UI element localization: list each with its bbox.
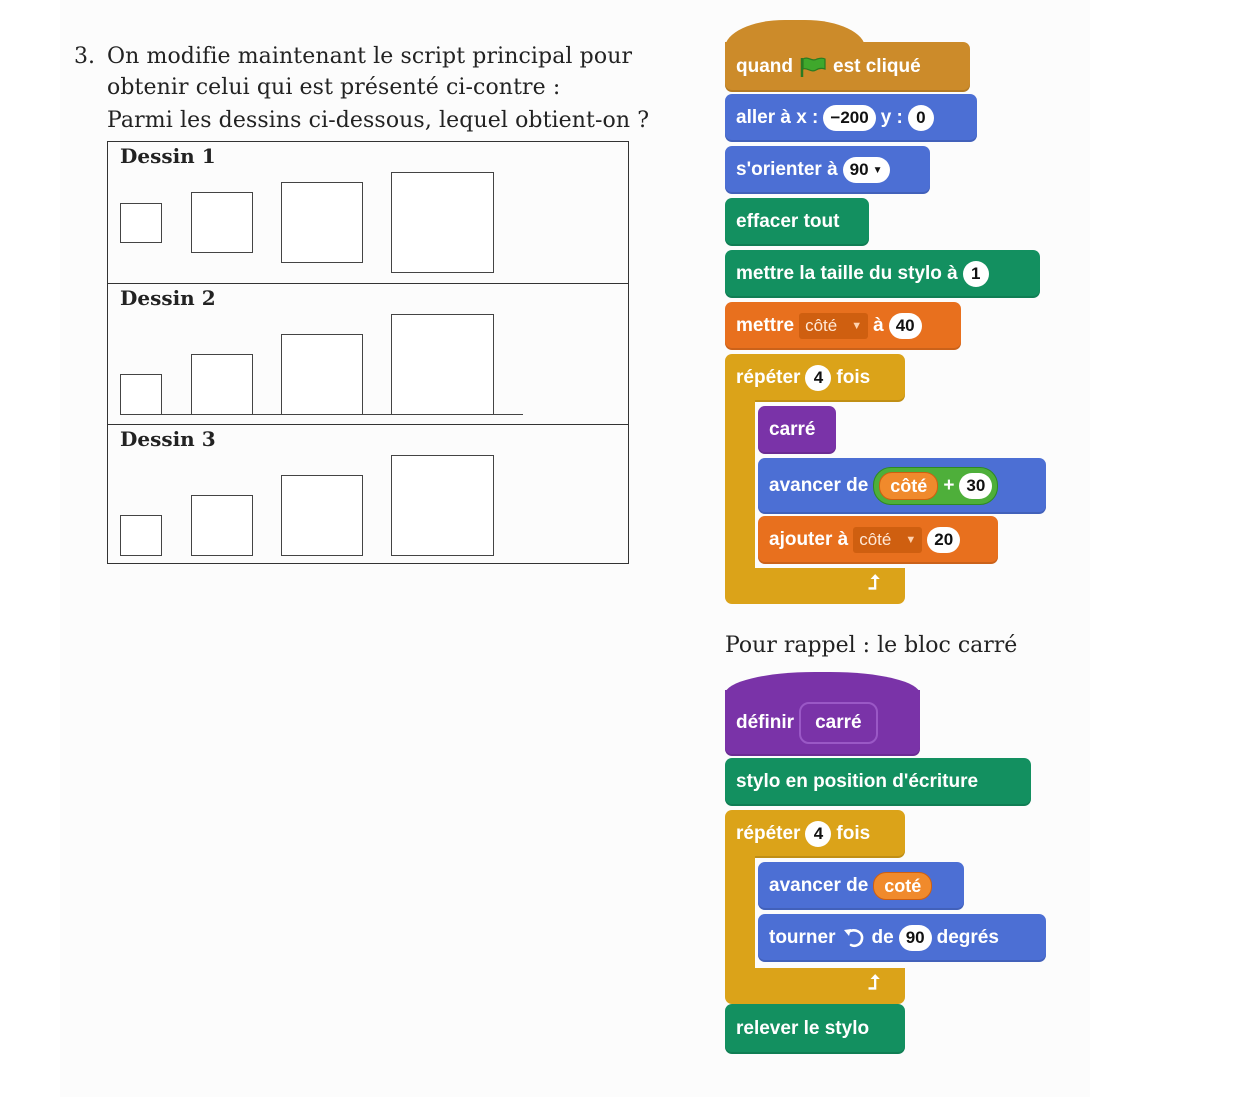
repeat-count-input[interactable]: 4 [805, 821, 832, 847]
chevron-down-icon: ▼ [905, 534, 917, 546]
square-xlarge [391, 314, 494, 415]
block-text: de [871, 927, 894, 948]
x-input[interactable]: −200 [823, 105, 876, 131]
block-text: mettre [736, 315, 795, 336]
custom-block-prototype[interactable]: carré [799, 702, 878, 744]
pen-down-block[interactable]: stylo en position d'écriture [725, 758, 1031, 806]
block-text: effacer tout [736, 211, 840, 232]
move-steps-block[interactable]: avancer de coté [758, 862, 964, 910]
variable-reporter[interactable]: côté [879, 472, 939, 500]
block-text: avancer de [769, 475, 869, 496]
block-text: stylo en position d'écriture [736, 771, 979, 792]
square-large [281, 334, 363, 415]
chevron-down-icon: ▼ [872, 164, 883, 176]
variable-dropdown[interactable]: côté ▼ [853, 527, 923, 553]
move-steps-block[interactable]: avancer de côté + 30 [758, 458, 1046, 514]
block-text: fois [836, 823, 871, 844]
goto-xy-block[interactable]: aller à x : −200 y : 0 [725, 94, 977, 142]
chevron-down-icon: ▼ [851, 320, 863, 332]
block-text: quand [736, 56, 793, 77]
drawing-row-3: Dessin 3 [108, 424, 628, 565]
square-medium [191, 354, 253, 415]
square-medium [191, 192, 253, 253]
block-text: mettre la taille du stylo à [736, 263, 958, 284]
repeat-block-arm [725, 400, 755, 570]
square-xlarge [391, 172, 494, 273]
variable-reporter[interactable]: coté [873, 872, 933, 900]
square-medium [191, 495, 253, 556]
drawing-row-2: Dessin 2 [108, 283, 628, 424]
drawing-label-3: Dessin 3 [120, 427, 216, 451]
drawing-label-1: Dessin 1 [120, 144, 216, 168]
drawings-table: Dessin 1 Dessin 2 Dessin 3 [107, 141, 629, 564]
block-text: fois [836, 367, 871, 388]
question-line-2: obtenir celui qui est présenté ci-contre… [107, 75, 561, 100]
block-text: est cliqué [833, 56, 921, 77]
block-text: à [873, 315, 884, 336]
square-large [281, 182, 363, 263]
addition-operator[interactable]: côté + 30 [873, 467, 999, 505]
plus-sign: + [943, 475, 955, 496]
baseline-line [120, 414, 523, 415]
block-text: répéter [736, 367, 801, 388]
repeat-block-arm [725, 856, 755, 972]
variable-name: côté [859, 530, 892, 549]
square-xlarge [391, 455, 494, 556]
drawing-row-1: Dessin 1 [108, 142, 628, 283]
pen-size-input[interactable]: 1 [962, 261, 989, 287]
square-small [120, 374, 162, 415]
block-text: aller à x : [736, 107, 819, 128]
degrees-input[interactable]: 90 [898, 925, 932, 951]
block-text: s'orienter à [736, 159, 838, 180]
direction-value: 90 [849, 160, 869, 179]
set-pen-size-block[interactable]: mettre la taille du stylo à 1 [725, 250, 1040, 298]
change-value-input[interactable]: 20 [927, 527, 961, 553]
block-text: ajouter à [769, 529, 849, 550]
y-input[interactable]: 0 [907, 105, 934, 131]
value-input[interactable]: 40 [888, 313, 922, 339]
loop-arrow-icon: ⮥ [868, 572, 880, 594]
green-flag-icon [800, 57, 826, 77]
variable-dropdown[interactable]: côté ▼ [799, 313, 869, 339]
block-text: définir [736, 712, 795, 733]
clear-block[interactable]: effacer tout [725, 198, 869, 246]
drawing-label-2: Dessin 2 [120, 286, 216, 310]
direction-dropdown[interactable]: 90 ▼ [842, 157, 890, 183]
change-variable-block[interactable]: ajouter à côté ▼ 20 [758, 516, 998, 564]
rotate-left-icon [843, 929, 863, 948]
block-text: relever le stylo [736, 1018, 870, 1039]
square-small [120, 203, 162, 243]
set-variable-block[interactable]: mettre côté ▼ à 40 [725, 302, 961, 350]
block-text: répéter [736, 823, 801, 844]
question-line-3: Parmi les dessins ci-dessous, lequel obt… [107, 108, 650, 133]
repeat-block[interactable]: répéter 4 fois [725, 354, 905, 402]
repeat-count-input[interactable]: 4 [805, 365, 832, 391]
addend-input[interactable]: 30 [959, 473, 993, 499]
block-text: y : [880, 107, 903, 128]
loop-arrow-icon: ⮥ [868, 972, 880, 994]
point-direction-block[interactable]: s'orienter à 90 ▼ [725, 146, 930, 194]
block-text: degrés [936, 927, 999, 948]
repeat-block[interactable]: répéter 4 fois [725, 810, 905, 858]
question-line-1: On modifie maintenant le script principa… [107, 44, 633, 69]
square-large [281, 475, 363, 556]
define-carre-block[interactable]: définir carré [725, 690, 920, 756]
call-carre-block[interactable]: carré [758, 406, 836, 454]
block-text: carré [769, 419, 816, 440]
pen-up-block[interactable]: relever le stylo [725, 1004, 905, 1054]
variable-name: côté [805, 316, 838, 335]
reminder-title: Pour rappel : le bloc carré [725, 633, 1018, 658]
question-number: 3. [74, 44, 95, 69]
square-small [120, 515, 162, 556]
turn-left-block[interactable]: tourner de 90 degrés [758, 914, 1046, 962]
block-text: avancer de [769, 875, 869, 896]
when-flag-clicked-block[interactable]: quand est cliqué [725, 42, 970, 92]
repeat-block-foot [725, 568, 905, 604]
repeat-block-foot [725, 968, 905, 1004]
block-text: tourner [769, 927, 836, 948]
